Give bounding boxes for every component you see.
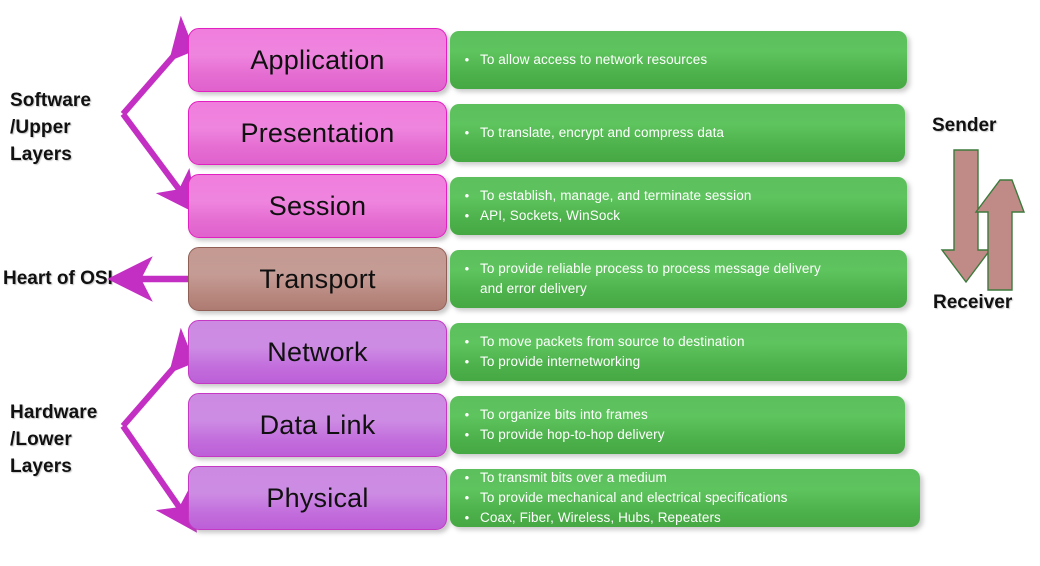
receiver-label: Receiver <box>933 292 1013 313</box>
description-line: • To translate, encrypt and compress data <box>454 123 895 143</box>
description-line: • To allow access to network resources <box>454 50 897 70</box>
up-arrow-icon <box>974 179 1026 291</box>
bullet-icon: • <box>464 260 470 276</box>
data-flow-arrows <box>940 149 1026 291</box>
description-text: API, Sockets, WinSock <box>480 208 621 223</box>
left-arrow-icon-heart-of-osi <box>107 256 188 302</box>
bullet-icon: • <box>464 489 470 505</box>
description-line: • To provide internetworking <box>454 352 897 372</box>
layer-description-physical: • To transmit bits over a medium • To provi… <box>450 469 920 527</box>
double-headed-brace-arrow-icon-lower <box>120 327 213 533</box>
layer-box-physical[interactable]: Physical <box>188 466 447 530</box>
description-line: • To establish, manage, and terminate ses… <box>454 186 897 206</box>
layer-box-data-link[interactable]: Data Link <box>188 393 447 457</box>
layer-box-session[interactable]: Session <box>188 174 447 238</box>
layer-name: Network <box>267 336 368 367</box>
layer-box-transport[interactable]: Transport <box>188 247 447 311</box>
description-line: • To organize bits into frames <box>454 405 895 425</box>
description-line: • API, Sockets, WinSock <box>454 206 897 226</box>
group-label-heart-of-osi: Heart of OSI <box>3 268 113 289</box>
description-line: • Coax, Fiber, Wireless, Hubs, Repeaters <box>454 508 910 528</box>
description-text: To provide mechanical and electrical spe… <box>480 489 788 505</box>
layer-name: Data Link <box>259 409 376 440</box>
bullet-icon: • <box>464 406 470 422</box>
description-line: • To provide mechanical and electrical sp… <box>454 488 910 508</box>
layer-name: Physical <box>266 482 369 513</box>
description-text: To provide internetworking <box>480 354 641 369</box>
bullet-icon: • <box>464 333 470 349</box>
description-text: To move packets from source to destinati… <box>480 333 745 349</box>
layer-description-presentation: • To translate, encrypt and compress data <box>450 104 905 162</box>
bullet-icon: • <box>464 124 470 140</box>
description-text: To translate, encrypt and compress data <box>480 124 725 140</box>
description-text: To transmit bits over a medium <box>480 469 667 485</box>
layer-box-application[interactable]: Application <box>188 28 447 92</box>
description-line: • To provide reliable process to process … <box>454 259 897 279</box>
layer-name: Application <box>250 44 385 75</box>
bullet-icon: • <box>464 354 470 369</box>
sender-label: Sender <box>932 115 997 136</box>
description-text: and error delivery <box>480 281 587 296</box>
layer-name: Transport <box>259 263 376 294</box>
description-text: To allow access to network resources <box>480 51 708 67</box>
bullet-icon: • <box>464 51 470 67</box>
description-line: • To transmit bits over a medium <box>454 468 910 488</box>
down-arrow-icon <box>940 149 992 284</box>
layer-description-data-link: • To organize bits into frames • To provide… <box>450 396 905 454</box>
bullet-icon: • <box>464 510 470 526</box>
description-text: Coax, Fiber, Wireless, Hubs, Repeaters <box>480 510 721 526</box>
layer-description-session: • To establish, manage, and terminate ses… <box>450 177 907 235</box>
group-label-hardware-lower-layers: Hardware /Lower Layers <box>10 402 98 477</box>
description-line: •and error delivery <box>454 279 897 299</box>
layer-box-presentation[interactable]: Presentation <box>188 101 447 165</box>
layer-name: Session <box>268 190 367 221</box>
group-label-software-upper-layers: Software /Upper Layers <box>10 90 92 165</box>
layer-description-network: • To move packets from source to destinat… <box>450 323 907 381</box>
bullet-icon: • <box>464 208 470 223</box>
layer-box-network[interactable]: Network <box>188 320 447 384</box>
description-text: To provide hop-to-hop delivery <box>480 427 665 442</box>
layer-description-application: • To allow access to network resources <box>450 31 907 89</box>
layer-name: Presentation <box>240 117 395 148</box>
bullet-icon: • <box>464 469 470 485</box>
bullet-icon: • <box>464 427 470 442</box>
description-text: To organize bits into frames <box>480 406 648 422</box>
description-text: To provide reliable process to process m… <box>480 260 821 276</box>
double-headed-brace-arrow-icon-upper <box>120 15 213 215</box>
description-line: • To move packets from source to destinat… <box>454 332 897 352</box>
layer-description-transport: • To provide reliable process to process … <box>450 250 907 308</box>
description-text: To establish, manage, and terminate sess… <box>480 187 752 203</box>
bullet-icon: • <box>464 187 470 203</box>
description-line: • To provide hop-to-hop delivery <box>454 425 895 445</box>
